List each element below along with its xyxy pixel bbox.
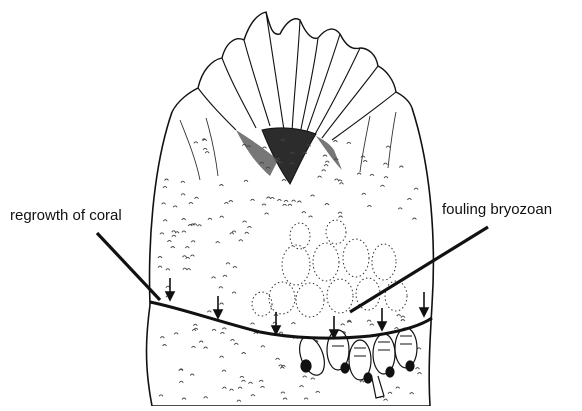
fouling-label: fouling bryozoan bbox=[442, 201, 552, 218]
regrowth-label: regrowth of coral bbox=[10, 207, 122, 224]
coral-septa bbox=[172, 12, 412, 184]
bryozoan-zooids bbox=[252, 220, 407, 317]
regrowth-arrowhead bbox=[272, 326, 280, 334]
regrowth-line bbox=[150, 302, 432, 338]
regrowth-arrowhead bbox=[214, 310, 222, 318]
regrowth-arrowhead bbox=[166, 292, 174, 300]
regrowth-arrowhead bbox=[420, 308, 428, 316]
regrowth-arrowhead bbox=[378, 322, 386, 330]
fouling-pointer bbox=[350, 227, 488, 312]
